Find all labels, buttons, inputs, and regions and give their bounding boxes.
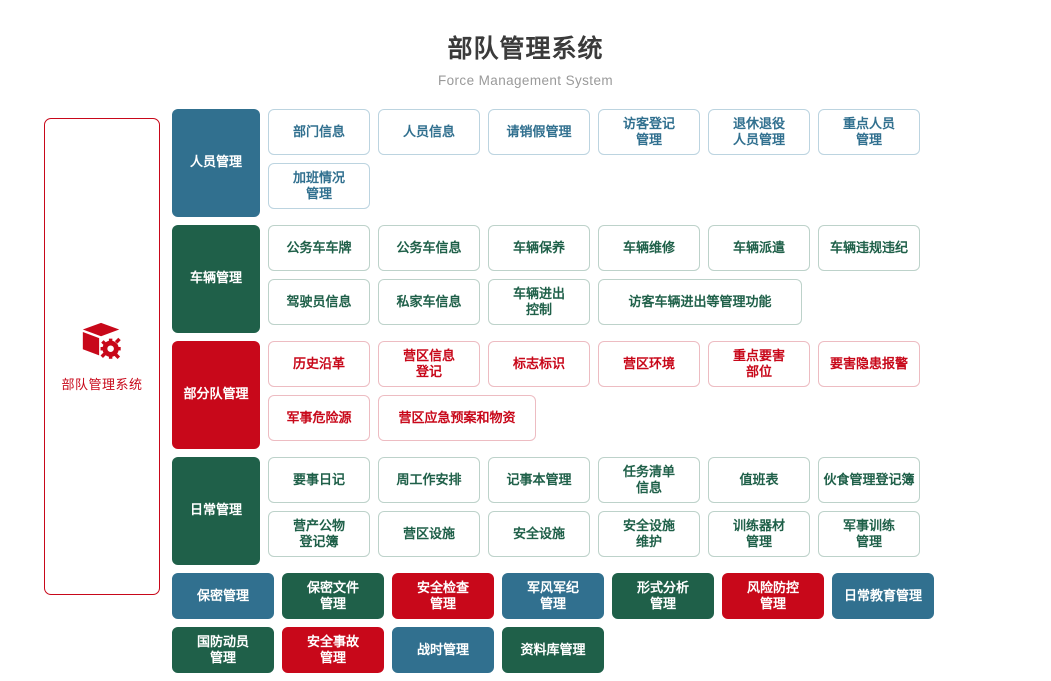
sidebar-label: 部队管理系统 <box>61 377 143 392</box>
category-label[interactable]: 日常管理 <box>172 456 260 565</box>
module-button[interactable]: 人员信息 <box>378 108 480 155</box>
module-button[interactable]: 营区设施 <box>378 510 480 557</box>
module-button[interactable]: 加班情况管理 <box>268 162 370 209</box>
module-section: 人员管理部门信息人员信息请销假管理访客登记管理退休退役人员管理重点人员管理加班情… <box>172 108 1010 217</box>
page-subtitle: Force Management System <box>437 72 614 88</box>
module-button[interactable]: 要害隐患报警 <box>818 340 920 387</box>
module-button[interactable]: 驾驶员信息 <box>268 278 370 325</box>
category-items: 历史沿革营区信息登记标志标识营区环境重点要害部位要害隐患报警军事危险源营区应急预… <box>268 340 1010 449</box>
module-section: 车辆管理公务车车牌公务车信息车辆保养车辆维修车辆派遣车辆违规违纪驾驶员信息私家车… <box>172 224 1010 333</box>
module-button[interactable]: 值班表 <box>708 456 810 503</box>
module-button[interactable]: 访客登记管理 <box>598 108 700 155</box>
module-button[interactable]: 退休退役人员管理 <box>708 108 810 155</box>
category-label[interactable]: 人员管理 <box>172 108 260 217</box>
page-header: 部队管理系统 Force Management System <box>0 0 1051 88</box>
box-gear-icon <box>82 322 121 360</box>
module-button[interactable]: 保密文件管理 <box>282 572 384 619</box>
module-button[interactable]: 军风军纪管理 <box>502 572 604 619</box>
module-button[interactable]: 标志标识 <box>488 340 590 387</box>
module-button[interactable]: 要事日记 <box>268 456 370 503</box>
module-button[interactable]: 营区环境 <box>598 340 700 387</box>
module-button[interactable]: 车辆维修 <box>598 224 700 271</box>
module-grid: 人员管理部门信息人员信息请销假管理访客登记管理退休退役人员管理重点人员管理加班情… <box>172 108 1010 681</box>
module-button[interactable]: 军事危险源 <box>268 394 370 441</box>
page-title: 部队管理系统 <box>447 35 604 63</box>
category-items: 公务车车牌公务车信息车辆保养车辆维修车辆派遣车辆违规违纪驾驶员信息私家车信息车辆… <box>268 224 1010 333</box>
category-items: 部门信息人员信息请销假管理访客登记管理退休退役人员管理重点人员管理加班情况管理 <box>268 108 1010 217</box>
module-button[interactable]: 任务清单信息 <box>598 456 700 503</box>
sidebar-panel[interactable]: 部队管理系统 <box>44 117 160 595</box>
module-button[interactable]: 记事本管理 <box>488 456 590 503</box>
module-button[interactable]: 公务车车牌 <box>268 224 370 271</box>
bottom-module-row: 保密管理保密文件管理安全检查管理军风军纪管理形式分析管理风险防控管理日常教育管理… <box>172 572 1010 681</box>
module-button[interactable]: 车辆派遣 <box>708 224 810 271</box>
module-button[interactable]: 风险防控管理 <box>722 572 824 619</box>
module-section: 日常管理要事日记周工作安排记事本管理任务清单信息值班表伙食管理登记簿营产公物登记… <box>172 456 1010 565</box>
module-button[interactable]: 车辆违规违纪 <box>818 224 920 271</box>
module-button[interactable]: 重点人员管理 <box>818 108 920 155</box>
category-items: 要事日记周工作安排记事本管理任务清单信息值班表伙食管理登记簿营产公物登记簿营区设… <box>268 456 1010 565</box>
module-button[interactable]: 请销假管理 <box>488 108 590 155</box>
module-button[interactable]: 安全设施维护 <box>598 510 700 557</box>
module-button[interactable]: 历史沿革 <box>268 340 370 387</box>
module-button[interactable]: 战时管理 <box>392 626 494 673</box>
category-label[interactable]: 部分队管理 <box>172 340 260 449</box>
module-button[interactable]: 军事训练管理 <box>818 510 920 557</box>
module-button[interactable]: 伙食管理登记簿 <box>818 456 920 503</box>
module-button[interactable]: 部门信息 <box>268 108 370 155</box>
module-button[interactable]: 营产公物登记簿 <box>268 510 370 557</box>
category-column: 人员管理 <box>172 108 260 217</box>
module-button[interactable]: 安全检查管理 <box>392 572 494 619</box>
module-button[interactable]: 安全设施 <box>488 510 590 557</box>
module-button[interactable]: 周工作安排 <box>378 456 480 503</box>
module-button[interactable]: 营区应急预案和物资 <box>378 394 536 441</box>
module-button[interactable]: 国防动员管理 <box>172 626 274 673</box>
module-button[interactable]: 公务车信息 <box>378 224 480 271</box>
module-button[interactable]: 重点要害部位 <box>708 340 810 387</box>
category-label[interactable]: 车辆管理 <box>172 224 260 333</box>
category-column: 车辆管理 <box>172 224 260 333</box>
module-section: 部分队管理历史沿革营区信息登记标志标识营区环境重点要害部位要害隐患报警军事危险源… <box>172 340 1010 449</box>
module-button[interactable]: 资料库管理 <box>502 626 604 673</box>
body-area: 部队管理系统 人员管理部门信息人员信息请销假管理访客登记管理退休退役人员管理重点… <box>0 108 1051 673</box>
module-button[interactable]: 车辆保养 <box>488 224 590 271</box>
module-button[interactable]: 训练器材管理 <box>708 510 810 557</box>
module-button[interactable]: 保密管理 <box>172 572 274 619</box>
module-button[interactable]: 访客车辆进出等管理功能 <box>598 278 802 325</box>
category-column: 部分队管理 <box>172 340 260 449</box>
module-button[interactable]: 安全事故管理 <box>282 626 384 673</box>
module-button[interactable]: 私家车信息 <box>378 278 480 325</box>
module-button[interactable]: 日常教育管理 <box>832 572 934 619</box>
module-button[interactable]: 车辆进出控制 <box>488 278 590 325</box>
module-button[interactable]: 营区信息登记 <box>378 340 480 387</box>
category-column: 日常管理 <box>172 456 260 565</box>
module-button[interactable]: 形式分析管理 <box>612 572 714 619</box>
